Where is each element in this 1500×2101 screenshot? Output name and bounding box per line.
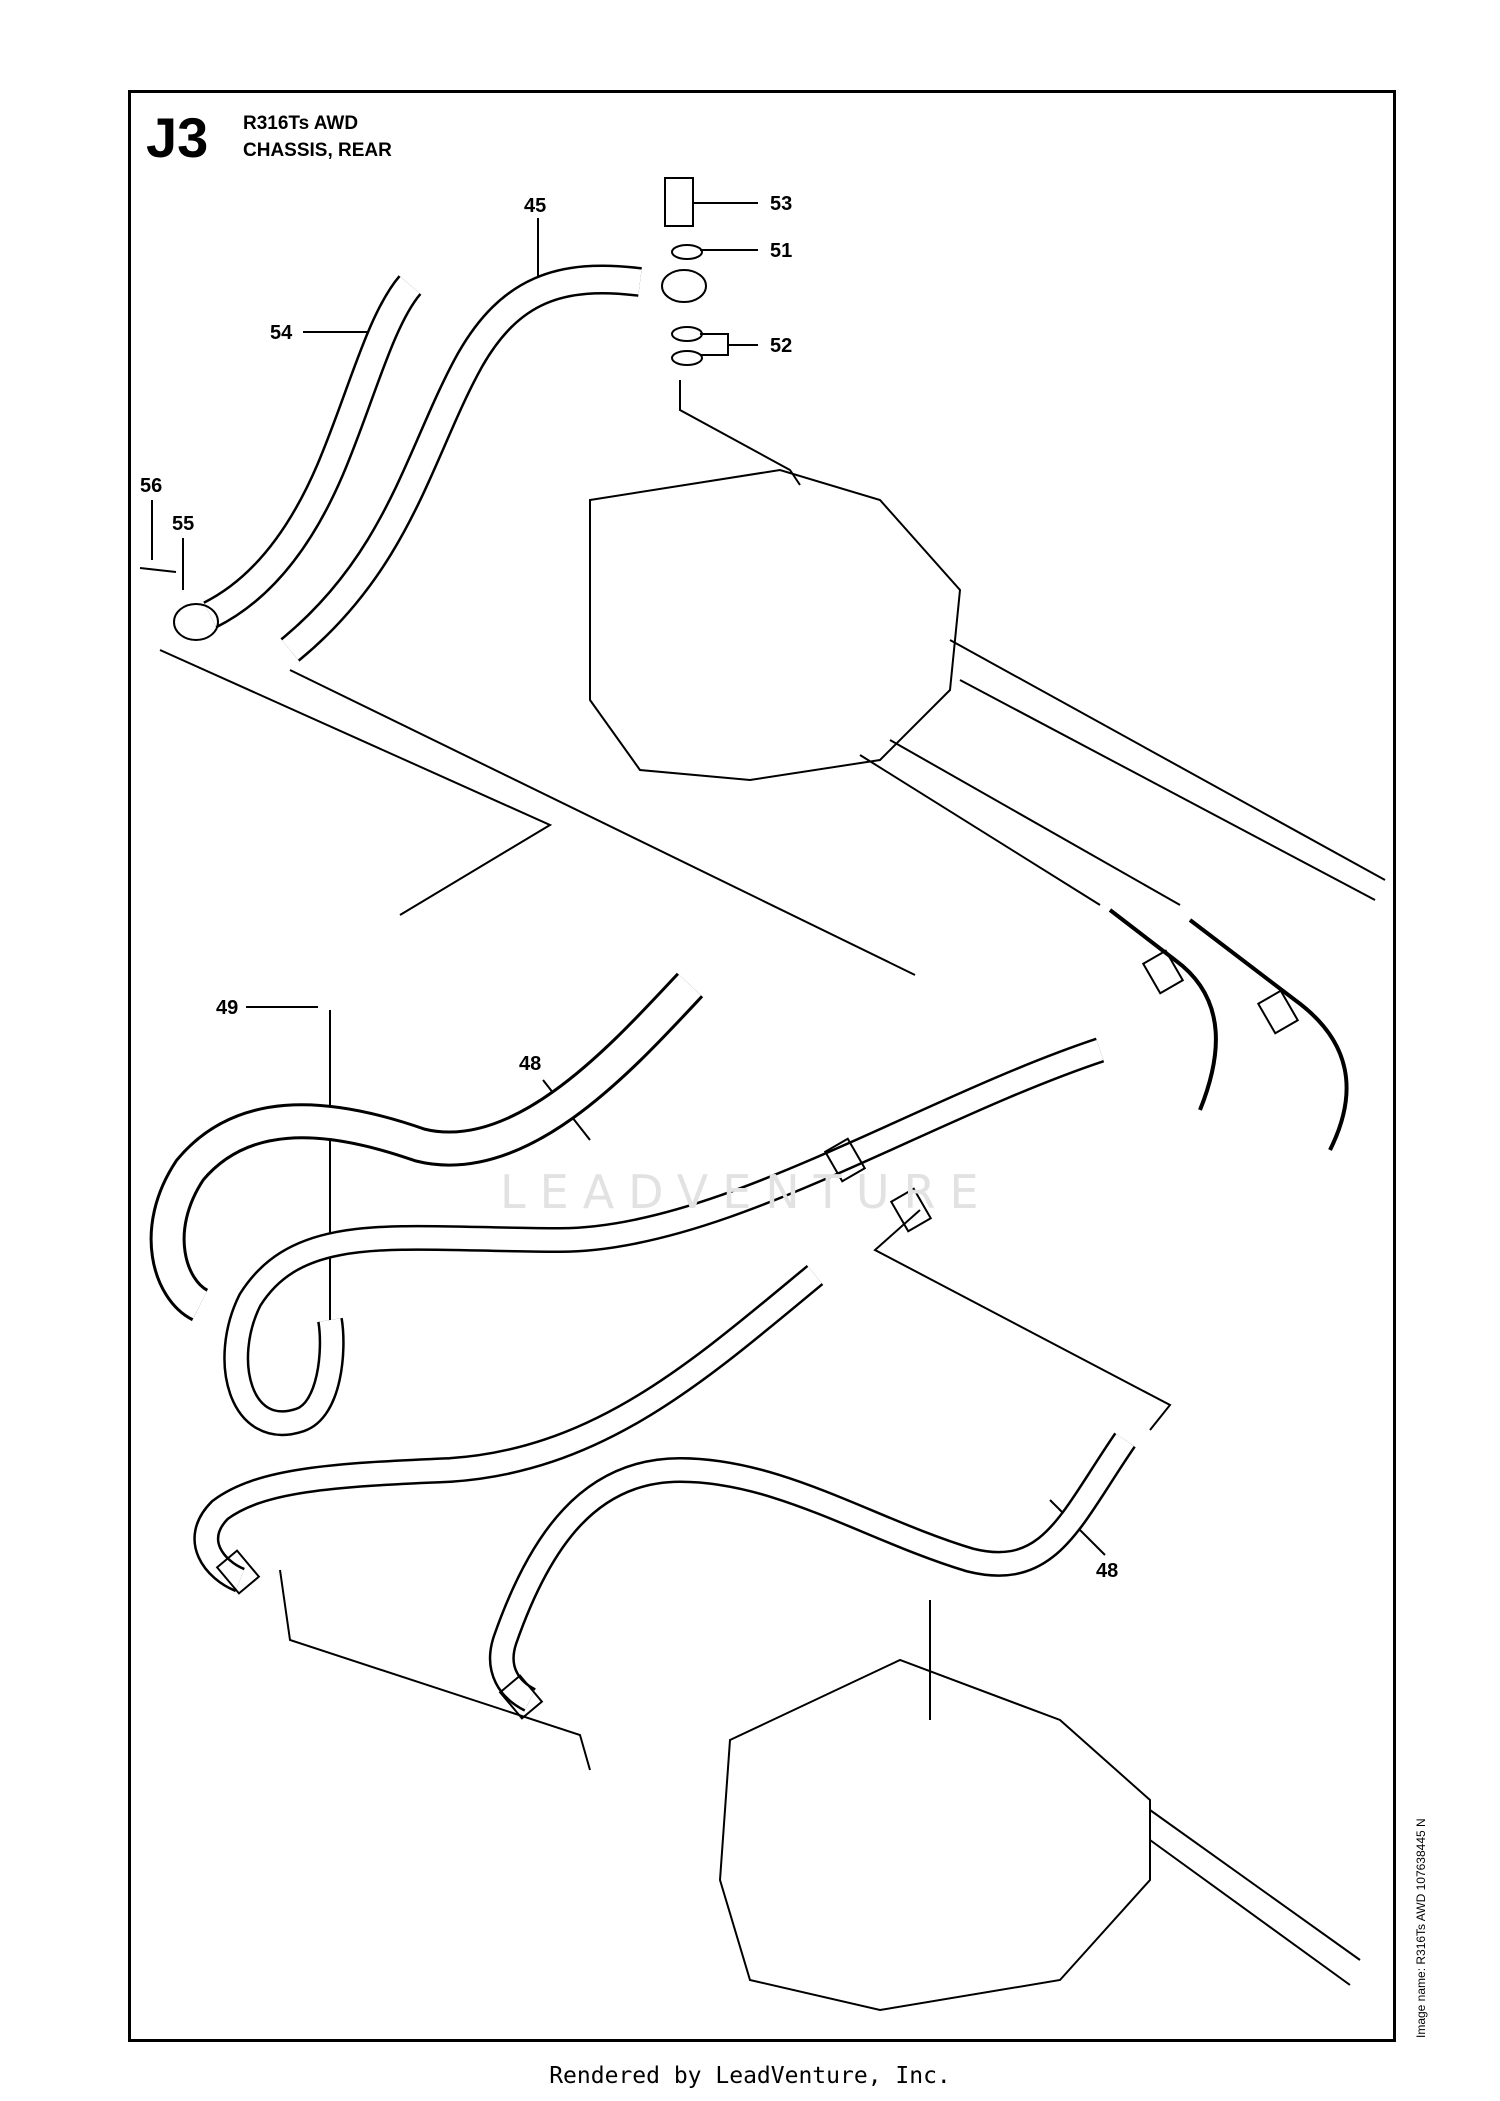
section-code: J3: [146, 106, 209, 169]
nut-4: [889, 1187, 933, 1233]
banjo-fitting: [661, 269, 707, 303]
callout-52: 52: [770, 335, 792, 357]
assembly-line-2: [159, 649, 553, 916]
assembly-line-1: [679, 380, 801, 486]
line-2: [889, 739, 1181, 906]
callout-54: 54: [270, 322, 293, 344]
leader-52: [700, 333, 729, 356]
nut-6: [498, 1674, 544, 1720]
lower-transmission: [718, 1658, 1151, 2012]
callout-53: 53: [770, 193, 792, 215]
hose-48-lower: [488, 1432, 1136, 1712]
line-1: [859, 754, 1101, 906]
nut-3: [823, 1137, 867, 1183]
image-name-note: Image name: R316Ts AWD 107638445 N: [1414, 1818, 1428, 2038]
footer-credit: Rendered by LeadVenture, Inc.: [549, 2063, 951, 2089]
watermark-text: LEADVENTURE: [500, 1165, 993, 1219]
callout-56: 56: [140, 475, 162, 497]
lower-axle-1: [1149, 1809, 1361, 1961]
washer-52-top: [671, 326, 703, 342]
banjo-bolt-53: [664, 177, 694, 227]
upper-transmission: [589, 468, 962, 782]
assembly-line-5: [279, 1569, 591, 1771]
lower-axle-2: [1149, 1839, 1351, 1986]
clamp-55: [173, 603, 219, 641]
screw-56: [139, 567, 177, 573]
upper-axle-2: [959, 679, 1376, 901]
washer-52-bottom: [671, 350, 703, 366]
callout-51: 51: [770, 240, 792, 262]
callout-48-upper: 48: [519, 1053, 541, 1075]
nut-5: [215, 1549, 261, 1595]
tube-bend-1: [1108, 908, 1218, 1111]
assembly-line-4: [873, 1209, 1172, 1431]
callout-48-lower: 48: [1096, 1560, 1118, 1582]
callout-45: 45: [524, 195, 546, 217]
callout-55: 55: [172, 513, 194, 535]
callout-49: 49: [216, 997, 238, 1019]
diagram-frame: [128, 90, 1396, 2042]
diagram-title: CHASSIS, REAR: [243, 140, 392, 161]
nut-2: [1256, 989, 1300, 1035]
washer-51: [671, 244, 703, 260]
assembly-line-3: [289, 669, 916, 976]
tube-bend-2: [1188, 918, 1349, 1151]
nut-1: [1141, 949, 1185, 995]
model-name: R316Ts AWD: [243, 113, 359, 134]
upper-axle-1: [949, 639, 1386, 881]
